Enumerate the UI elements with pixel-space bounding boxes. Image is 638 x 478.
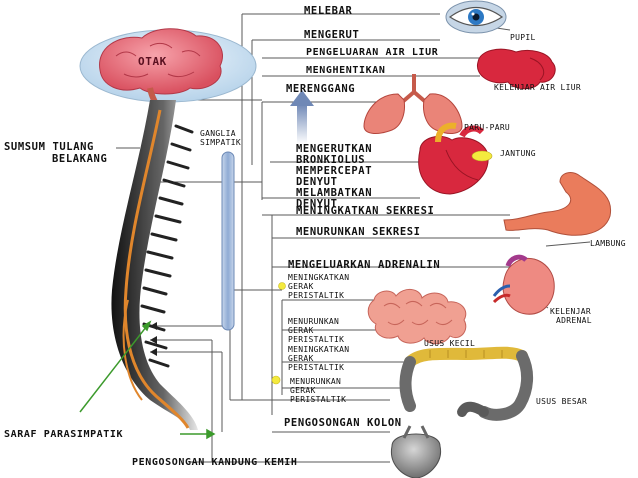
effect-heart-faster-line1: MEMPERCEPAT [296,165,373,177]
parasympathetic-label: SARAF PARASIMPATIK [4,429,124,440]
effect-widen: MELEBAR [304,5,353,17]
effect-stretch: MERENGGANG [286,83,356,95]
ganglia-label-line1: GANGLIA [200,129,236,138]
organ-heart: JANTUNG [500,149,536,158]
effect-heart-slower-line2: DENYUT [296,198,338,210]
spine-arrowheads [150,322,157,356]
organ-pupil: PUPIL [510,33,536,42]
salivary-gland-icon [476,48,556,90]
spinal-column [111,100,198,430]
bladder-icon [390,425,442,478]
up-arrow-icon [290,90,314,144]
organ-stomach: LAMBUNG [590,239,626,248]
effect-saliva-release: PENGELUARAN AIR LIUR [306,47,439,58]
brain-label: OTAK [138,55,167,68]
effect-large-int-up-3: PERISTALTIK [288,363,345,372]
effect-increase-secretion: MENINGKATKAN SEKRESI [296,205,435,217]
effect-stop: MENGHENTIKAN [306,65,386,76]
organ-lungs: PARU-PARU [464,123,511,132]
effect-bronchiole-line1: MENGERUTKAN [296,143,373,155]
effect-heart-faster-line2: DENYUT [296,176,338,188]
effect-large-int-down-3: PERISTALTIK [290,395,347,404]
effect-decrease-secretion: MENURUNKAN SEKRESI [296,226,421,238]
effect-release-adrenaline: MENGELUARKAN ADRENALIN [288,259,441,271]
spinal-cord-label-line2: BELAKANG [52,153,108,165]
bladder-emptying-label: PENGOSONGAN KANDUNG KEMIH [132,457,298,468]
organ-adrenal-line1: KELENJAR [550,307,591,316]
organ-large-intestine: USUS BESAR [536,397,588,406]
organ-salivary-gland: KELENJAR AIR LIUR [494,83,581,92]
connector-lines [116,13,591,463]
effect-small-int-up-3: PERISTALTIK [288,291,345,300]
effect-colon-emptying: PENGOSONGAN KOLON [284,417,402,429]
ganglion-nodes [271,282,286,385]
effect-small-int-down-3: PERISTALTIK [288,335,345,344]
effect-large-int-up-2: GERAK [288,354,314,363]
effect-large-int-down-2: GERAK [290,386,316,395]
small-intestine-icon [367,289,467,345]
effect-large-int-up-1: MENINGKATKAN [288,345,350,354]
spinal-cord-label-line1: SUMSUM TULANG [4,141,94,153]
effect-small-int-up-2: GERAK [288,282,314,291]
effect-small-int-up-1: MENINGKATKAN [288,273,350,282]
large-intestine-icon [399,346,533,421]
effect-bronchiole-line2: BRONKIOLUS [296,154,366,166]
effect-small-int-down-1: MENURUNKAN [288,317,340,326]
effect-small-int-down-2: GERAK [288,326,314,335]
organ-small-intestine: USUS KECIL [424,339,476,348]
stomach-icon [503,172,612,236]
adrenal-gland-icon [492,254,555,315]
heart-icon [418,122,493,195]
ganglia-chain [221,151,235,331]
eye-icon [445,0,507,34]
organ-adrenal-line2: ADRENAL [556,316,592,325]
effect-large-int-down-1: MENURUNKAN [290,377,342,386]
brain [79,28,257,112]
effect-heart-slower-line1: MELAMBATKAN [296,187,373,199]
parasympathetic-arrows [79,320,216,440]
ganglia-label-line2: SIMPATIK [200,138,241,147]
effect-constrict: MENGERUT [304,29,360,41]
